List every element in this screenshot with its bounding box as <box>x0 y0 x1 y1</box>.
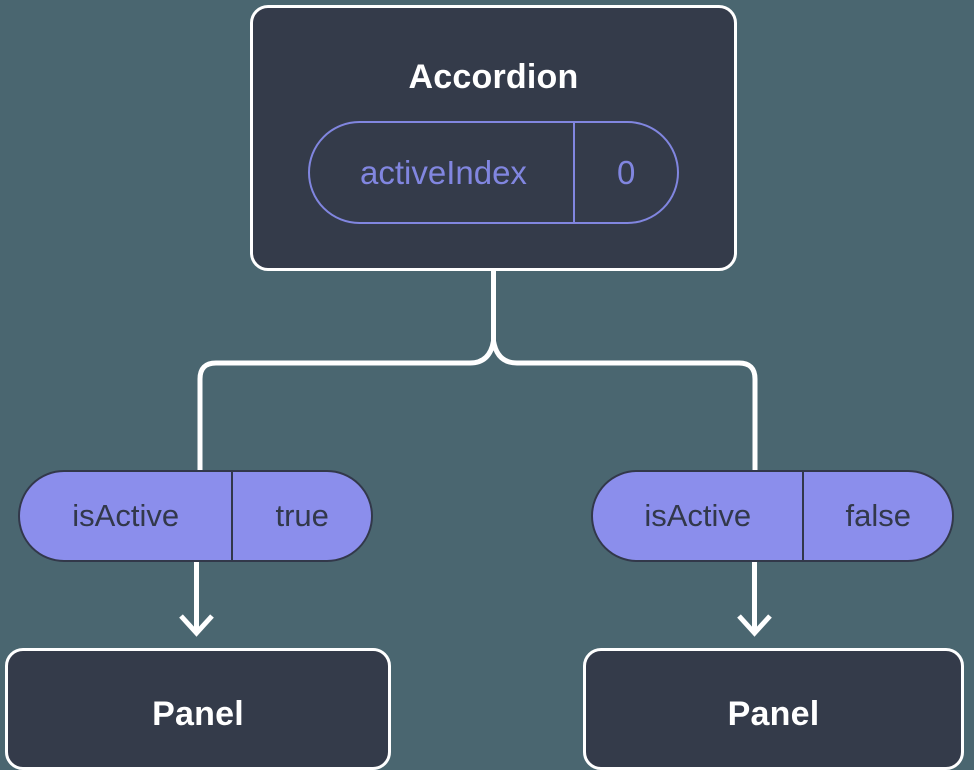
state-pill-value: 0 <box>572 123 677 222</box>
prop-pill-is-active-true[interactable]: isActive true <box>18 470 373 562</box>
component-node-panel-left[interactable]: Panel <box>5 648 391 770</box>
arrowhead-left-icon <box>179 614 214 637</box>
accordion-title: Accordion <box>408 58 579 96</box>
prop-pill-key: isActive <box>644 498 752 533</box>
prop-pill-value: false <box>802 472 952 560</box>
prop-pill-is-active-false[interactable]: isActive false <box>591 470 954 562</box>
panel-title-right: Panel <box>727 695 820 733</box>
component-node-accordion[interactable]: Accordion activeIndex 0 <box>250 5 737 271</box>
state-pill-key: activeIndex <box>360 153 527 191</box>
prop-pill-key: isActive <box>72 498 180 533</box>
state-pill-active-index[interactable]: activeIndex 0 <box>308 121 680 224</box>
connector-branch-left <box>197 340 496 470</box>
connector-branch-right <box>491 340 758 470</box>
panel-title-left: Panel <box>152 695 244 733</box>
arrowhead-right-icon <box>737 614 772 637</box>
component-node-panel-right[interactable]: Panel <box>583 648 964 770</box>
prop-pill-value: true <box>231 472 371 560</box>
